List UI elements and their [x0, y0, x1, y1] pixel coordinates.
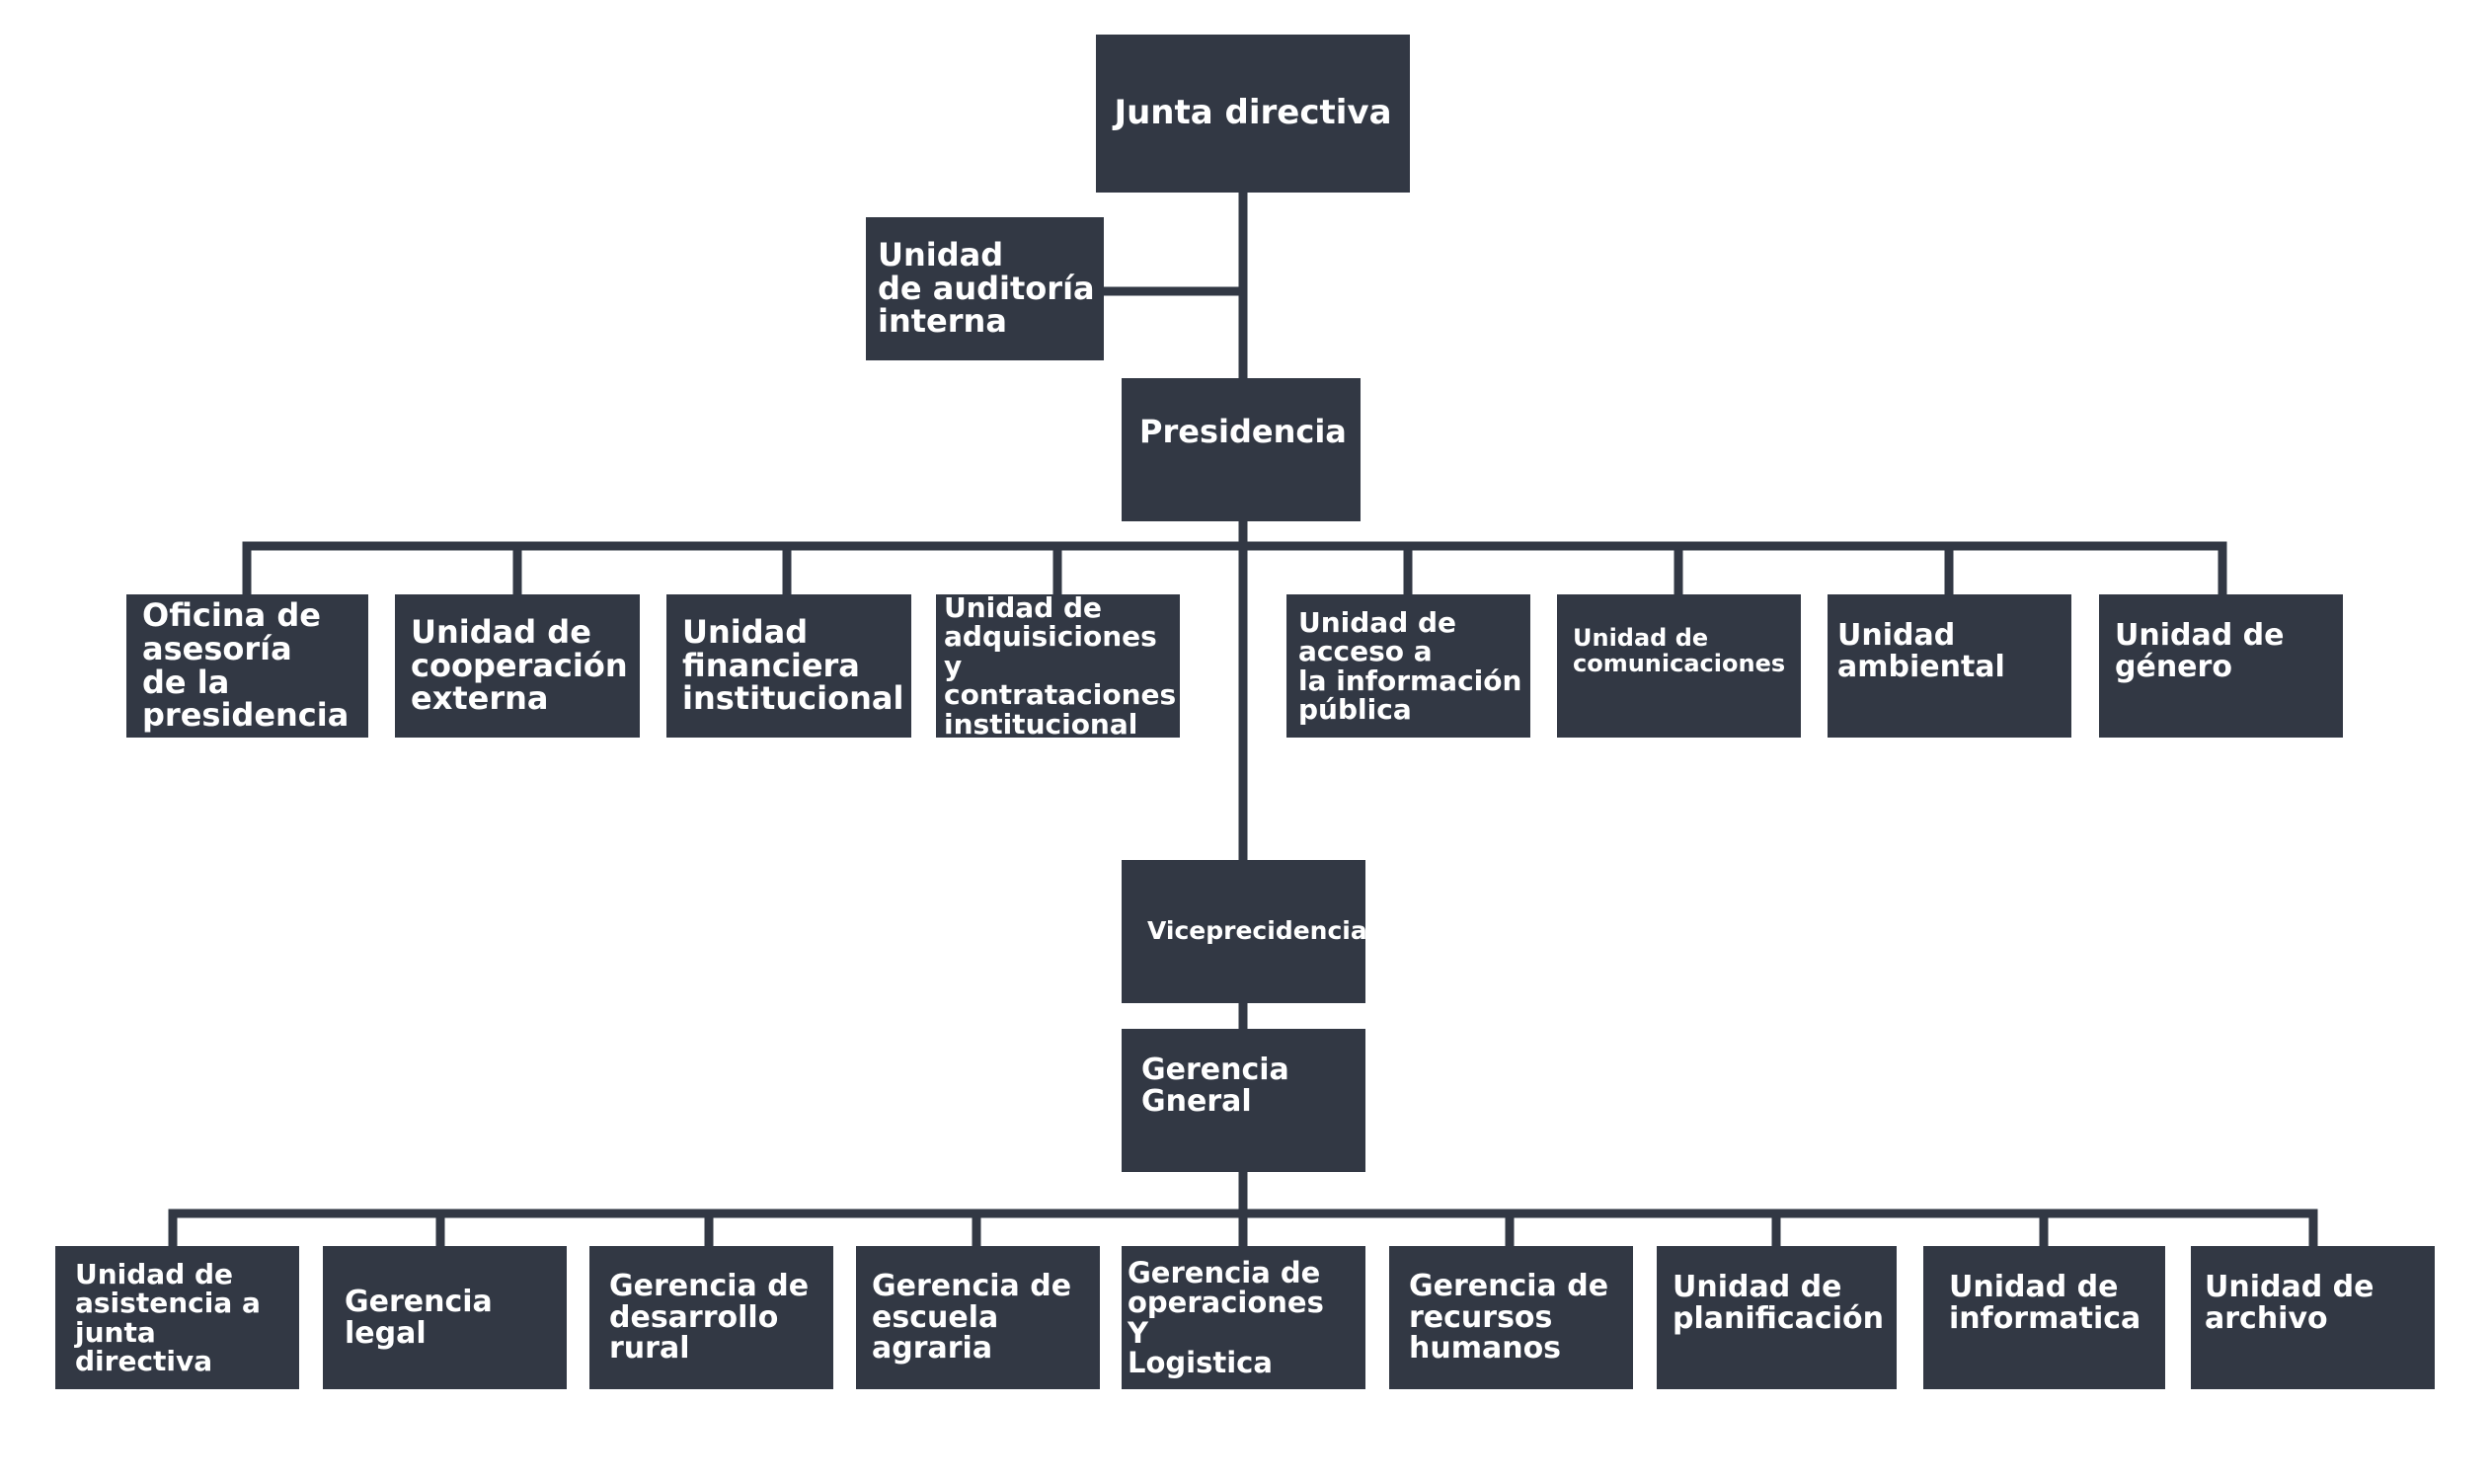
node-unidad-comunicaciones: Unidad de comunicaciones [1557, 594, 1801, 738]
node-label: Gerencia legal [345, 1285, 493, 1351]
node-gerencia-recursos-humanos: Gerencia de recursos humanos [1389, 1246, 1633, 1389]
node-unidad-cooperacion-externa: Unidad de cooperación externa [395, 594, 640, 738]
node-unidad-acceso-informacion: Unidad de acceso a la información públic… [1286, 594, 1530, 738]
node-label: Unidad de comunicaciones [1573, 624, 1786, 677]
node-label: Unidad de planificación [1673, 1270, 1884, 1336]
node-presidencia: Presidencia [1122, 378, 1361, 521]
node-label: Unidad de adquisiciones y contrataciones… [944, 591, 1177, 741]
node-gerencia-legal: Gerencia legal [323, 1246, 567, 1389]
node-label: Presidencia [1139, 412, 1347, 450]
node-label: Unidad financiera institucional [682, 613, 904, 718]
node-viceprecidencia: Viceprecidencia [1122, 860, 1367, 1003]
node-label: Gerencia de operaciones Y Logistica [1128, 1255, 1324, 1379]
node-label: Unidad ambiental [1837, 618, 2005, 684]
node-unidad-genero: Unidad de género [2099, 594, 2343, 738]
node-unidad-adquisiciones: Unidad de adquisiciones y contrataciones… [936, 591, 1180, 741]
node-label: Unidad de informatica [1949, 1270, 2141, 1336]
node-gerencia-desarrollo-rural: Gerencia de desarrollo rural [589, 1246, 833, 1389]
node-label: Junta directiva [1114, 93, 1392, 133]
node-unidad-asistencia-junta: Unidad de asistencia a junta directiva [55, 1246, 299, 1389]
node-label: Unidad de cooperación externa [411, 613, 628, 718]
node-gerencia-operaciones-logistica: Gerencia de operaciones Y Logistica [1122, 1246, 1365, 1389]
node-label: Gerencia Gneral [1141, 1053, 1289, 1119]
node-label: Unidad de auditoría interna [878, 236, 1095, 341]
node-label: Oficina de asesoría de la presidencia [142, 596, 350, 735]
node-unidad-archivo: Unidad de archivo [2191, 1246, 2435, 1389]
node-unidad-ambiental: Unidad ambiental [1828, 594, 2071, 738]
node-label: Unidad de asistencia a junta directiva [75, 1257, 261, 1377]
node-unidad-financiera-institucional: Unidad financiera institucional [666, 594, 911, 738]
node-junta-directiva: Junta directiva [1096, 35, 1410, 193]
node-label: Viceprecidencia [1147, 916, 1367, 946]
node-label: Unidad de género [2115, 618, 2285, 684]
node-unidad-planificacion: Unidad de planificación [1657, 1246, 1897, 1389]
node-label: Unidad de acceso a la información públic… [1298, 605, 1522, 726]
node-label: Gerencia de escuela agraria [872, 1269, 1072, 1367]
node-label: Gerencia de recursos humanos [1409, 1269, 1609, 1367]
node-gerencia-escuela-agraria: Gerencia de escuela agraria [856, 1246, 1100, 1389]
node-unidad-auditoria-interna: Unidad de auditoría interna [866, 217, 1104, 360]
node-label: Gerencia de desarrollo rural [609, 1269, 810, 1367]
node-oficina-asesoria-presidencia: Oficina de asesoría de la presidencia [126, 594, 368, 738]
node-gerencia-general: Gerencia Gneral [1122, 1029, 1365, 1172]
node-label: Unidad de archivo [2205, 1270, 2374, 1336]
node-unidad-informatica: Unidad de informatica [1923, 1246, 2165, 1389]
